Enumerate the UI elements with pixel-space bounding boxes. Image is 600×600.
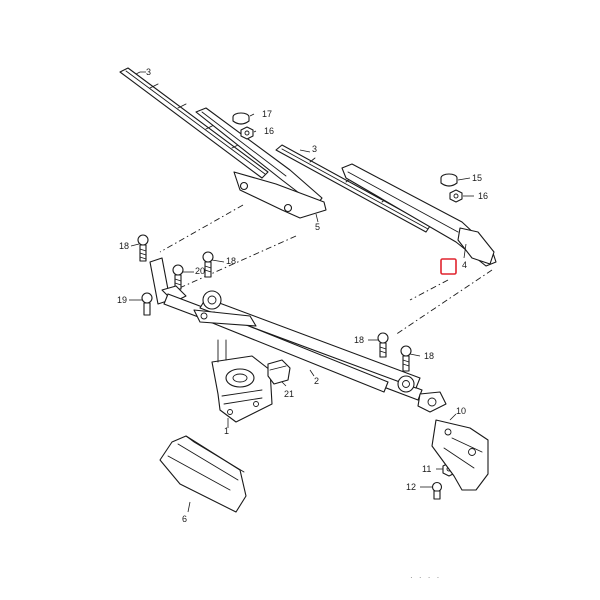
label-10: 10	[456, 406, 466, 416]
left-wiper-blade	[119, 67, 269, 179]
label-4: 4	[462, 260, 467, 270]
bolt-18-mid	[377, 332, 389, 358]
label-21: 21	[284, 389, 294, 399]
cover-6	[159, 435, 247, 513]
connector-21	[267, 359, 291, 385]
footer-dots: · · · ·	[410, 573, 441, 582]
nut-16-left	[240, 126, 254, 140]
bolt-19	[141, 292, 153, 316]
label-15: 15	[472, 173, 482, 183]
label-16-right: 16	[478, 191, 488, 201]
left-wiper-arm	[195, 107, 327, 219]
bolt-18-upper	[202, 251, 214, 278]
label-19: 19	[117, 295, 127, 305]
right-wiper-arm	[341, 163, 497, 267]
wiper-linkage-frame	[149, 257, 447, 413]
label-3-right: 3	[312, 144, 317, 154]
label-18-mid: 18	[354, 335, 364, 345]
label-17: 17	[262, 109, 272, 119]
label-12: 12	[406, 482, 416, 492]
label-18-upper: 18	[226, 256, 236, 266]
cap-17	[232, 112, 250, 125]
label-16-left: 16	[264, 126, 274, 136]
bolt-20	[172, 264, 184, 290]
label-3-left: 3	[146, 67, 151, 77]
label-2: 2	[314, 376, 319, 386]
part-labels: 3 3 17 16 15 16 5 4 18 18 20 19 18 18 2 …	[117, 67, 488, 524]
label-11: 11	[422, 464, 431, 474]
label-6: 6	[182, 514, 187, 524]
cap-15	[440, 173, 458, 187]
bracket-10	[431, 419, 489, 491]
reference-lines	[159, 204, 493, 336]
label-18-right: 18	[424, 351, 434, 361]
bolt-18-left	[137, 234, 149, 262]
label-5: 5	[315, 222, 320, 232]
label-1: 1	[224, 426, 229, 436]
highlight-box	[440, 258, 457, 275]
bolt-12	[431, 481, 443, 500]
wiper-motor	[211, 339, 273, 423]
bolt-18-right	[400, 345, 412, 372]
label-20: 20	[195, 266, 205, 276]
label-18-left: 18	[119, 241, 129, 251]
leader-lines	[129, 71, 474, 513]
nut-16-right	[449, 189, 463, 203]
